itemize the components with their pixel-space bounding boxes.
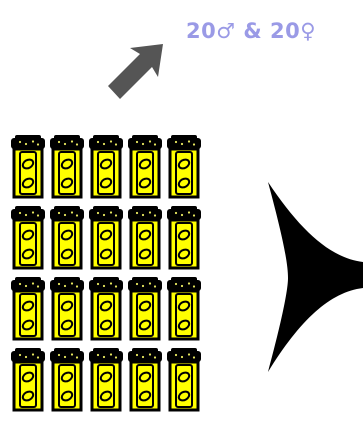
vial-icon [128, 206, 162, 268]
vial-icon [89, 277, 123, 339]
vial-icon [128, 277, 162, 339]
vial-icon [167, 277, 201, 339]
vial-icon [89, 206, 123, 268]
vial-icon [11, 206, 45, 268]
vial-icon [89, 348, 123, 410]
vial-icon [11, 277, 45, 339]
vial-grid [11, 135, 201, 410]
vial-icon [11, 348, 45, 410]
vial-icon [50, 277, 84, 339]
vial-icon [167, 206, 201, 268]
vial-icon [50, 206, 84, 268]
vial-icon [128, 348, 162, 410]
vial-icon [167, 135, 201, 197]
vial-icon [50, 135, 84, 197]
vial-icon [128, 135, 162, 197]
vial-icon [50, 348, 84, 410]
vial-icon [89, 135, 123, 197]
horn-funnel-icon [268, 182, 363, 372]
vial-icon [167, 348, 201, 410]
vial-icon [11, 135, 45, 197]
up-right-arrow-icon [108, 44, 163, 99]
